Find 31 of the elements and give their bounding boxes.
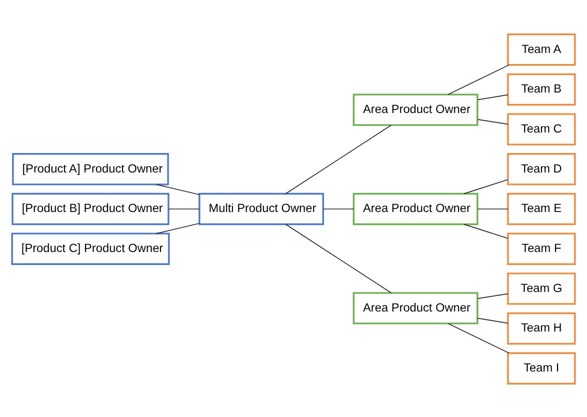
connector bbox=[464, 178, 508, 194]
node-box: [Product C] Product Owner bbox=[11, 232, 170, 264]
connector bbox=[322, 208, 354, 209]
node-box: Team D bbox=[507, 152, 576, 185]
node-box: Team H bbox=[507, 312, 576, 344]
connector bbox=[448, 64, 510, 94]
connector bbox=[477, 292, 508, 298]
connector bbox=[448, 322, 510, 353]
connector bbox=[477, 317, 508, 324]
node-box: [Product B] Product Owner bbox=[12, 192, 170, 225]
node-box: Team A bbox=[507, 33, 576, 66]
connector bbox=[156, 222, 200, 234]
node-box: Team I bbox=[507, 352, 576, 384]
connector bbox=[464, 223, 508, 238]
connector bbox=[285, 223, 392, 293]
connector bbox=[477, 118, 508, 124]
node-box: [Product A] Product Owner bbox=[12, 152, 169, 185]
connector bbox=[477, 94, 508, 100]
node-box: Area Product Owner bbox=[352, 292, 478, 324]
node-box: Team G bbox=[507, 272, 576, 304]
node-box: Team C bbox=[507, 112, 576, 145]
node-box: Team F bbox=[507, 232, 576, 264]
node-box: Multi Product Owner bbox=[198, 192, 324, 225]
node-box: Area Product Owner bbox=[352, 192, 478, 225]
connector bbox=[168, 208, 200, 209]
connector bbox=[156, 184, 200, 195]
node-box: Team B bbox=[507, 72, 576, 106]
connector bbox=[285, 124, 392, 194]
node-box: Area Product Owner bbox=[352, 93, 478, 126]
connector bbox=[477, 208, 508, 209]
node-box: Team E bbox=[507, 192, 576, 225]
